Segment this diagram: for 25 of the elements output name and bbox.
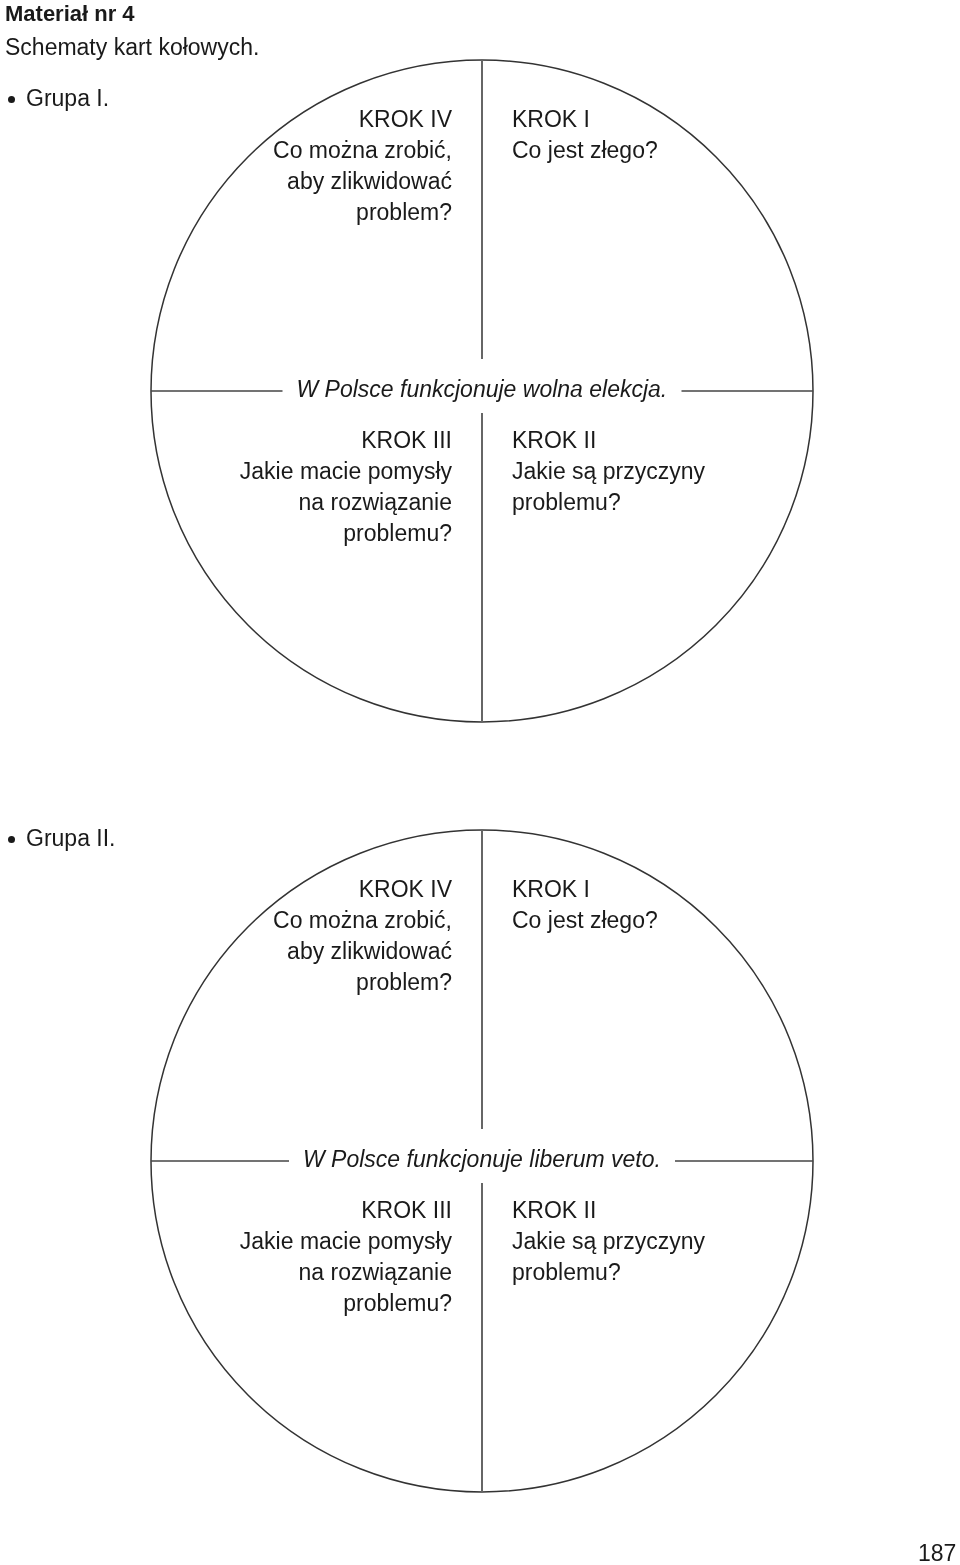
step-heading: KROK III xyxy=(361,426,452,455)
step-question: Co można zrobić, aby zlikwidować problem? xyxy=(272,906,452,997)
step-heading: KROK III xyxy=(361,1196,452,1225)
page-number: 187 xyxy=(918,1539,957,1565)
circle-diagram xyxy=(150,829,814,1493)
step-question: Co można zrobić, aby zlikwidować problem? xyxy=(272,136,452,227)
step-question: Jakie macie pomysły na rozwiązanie problemu? xyxy=(238,457,452,548)
step-heading: KROK I xyxy=(512,875,590,904)
step-heading: KROK IV xyxy=(358,875,452,904)
step-question: Jakie są przyczyny problemu? xyxy=(512,1227,706,1287)
step-heading: KROK IV xyxy=(358,105,452,134)
step-question: Jakie są przyczyny problemu? xyxy=(512,457,706,517)
group-heading: Grupa I. xyxy=(26,84,110,112)
step-heading: KROK II xyxy=(512,426,597,455)
step-question: Co jest złego? xyxy=(512,906,658,935)
title: Materiał nr 4 xyxy=(5,1,135,27)
circle-diagram xyxy=(150,59,814,723)
statement-text: W Polsce funkcjonuje liberum veto. xyxy=(303,1145,661,1173)
group-heading: Grupa II. xyxy=(26,824,116,852)
subtitle: Schematy kart kołowych. xyxy=(5,33,260,61)
step-question: Jakie macie pomysły na rozwiązanie problemu? xyxy=(238,1227,452,1318)
step-heading: KROK I xyxy=(512,105,590,134)
statement-text: W Polsce funkcjonuje wolna elekcja. xyxy=(296,375,668,403)
step-question: Co jest złego? xyxy=(512,136,658,165)
step-heading: KROK II xyxy=(512,1196,597,1225)
